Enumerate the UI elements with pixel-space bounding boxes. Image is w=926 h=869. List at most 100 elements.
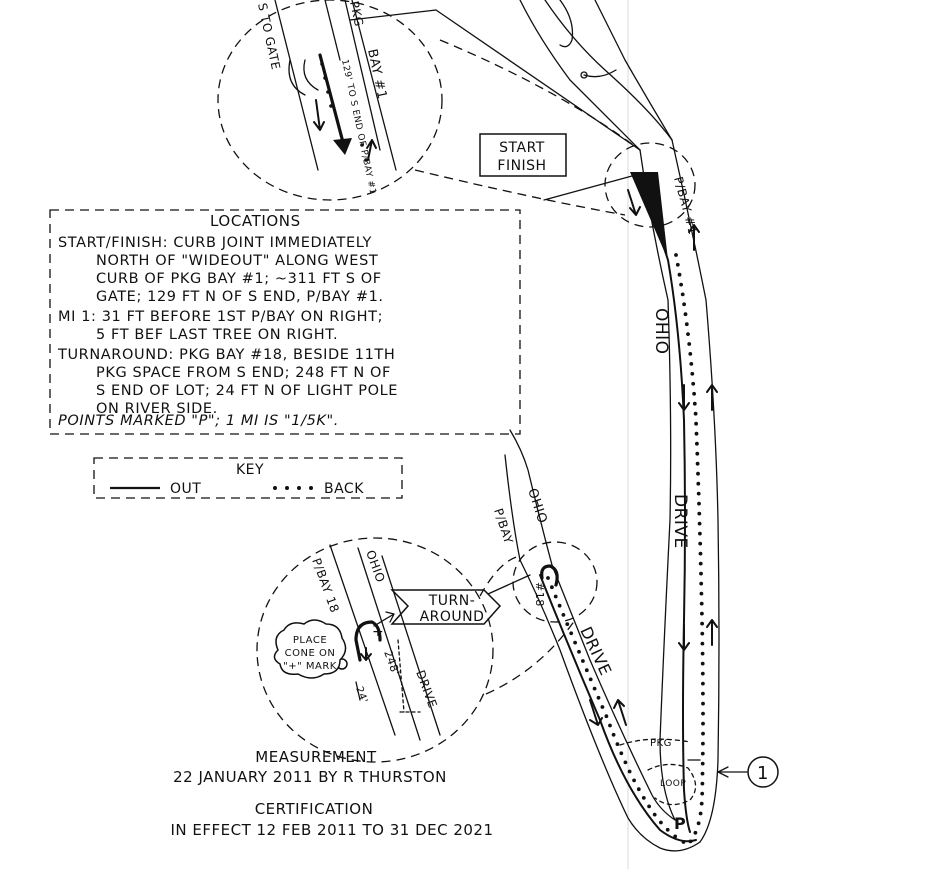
ohio-main-label: OHIO bbox=[651, 308, 671, 355]
back-dot bbox=[700, 611, 704, 616]
mi-1-line-2: 5 FT BEF LAST TREE ON RIGHT. bbox=[96, 327, 339, 343]
measurement-line: 22 JANUARY 2011 BY R THURSTON bbox=[173, 768, 447, 786]
back-dot bbox=[700, 641, 705, 646]
certification-title: CERTIFICATION bbox=[255, 800, 374, 818]
around-label: AROUND bbox=[420, 609, 485, 625]
back-dot bbox=[689, 362, 694, 366]
back-dot bbox=[699, 801, 704, 806]
back-dot bbox=[627, 769, 632, 774]
back-dot bbox=[553, 594, 558, 599]
start-label: START bbox=[499, 140, 545, 156]
back-dot bbox=[700, 771, 705, 776]
key-back-label: BACK bbox=[324, 481, 364, 497]
back-dot bbox=[700, 761, 705, 766]
back-dot bbox=[677, 272, 682, 277]
drive-main-label: DRIVE bbox=[670, 494, 690, 549]
back-dot bbox=[701, 711, 705, 716]
back-dot bbox=[696, 471, 700, 476]
place-cone-callout: PLACE CONE ON "+" MARK bbox=[273, 619, 347, 679]
cone-on-label: CONE ON bbox=[285, 648, 336, 659]
drive-lower-label: DRIVE bbox=[576, 624, 615, 679]
back-dot bbox=[641, 796, 646, 800]
back-dot bbox=[696, 481, 701, 486]
mile-1-marker: 1 bbox=[717, 756, 779, 788]
main-road bbox=[504, 0, 720, 852]
back-dot bbox=[698, 541, 703, 546]
back-dot bbox=[611, 732, 616, 737]
back-dot bbox=[700, 671, 705, 676]
back-dot bbox=[584, 668, 589, 673]
start-finish-line-3: CURB OF PKG BAY #1; ~311 FT S OF bbox=[96, 271, 382, 287]
back-dot bbox=[700, 661, 705, 666]
back-dot bbox=[673, 834, 678, 839]
course-out-lower bbox=[539, 574, 697, 843]
back-dot bbox=[557, 603, 562, 608]
start-finish-callout: START FINISH bbox=[479, 133, 567, 177]
back-dot bbox=[701, 681, 705, 686]
back-dot bbox=[692, 391, 696, 396]
back-dot bbox=[684, 322, 689, 327]
locations-box-border bbox=[49, 209, 521, 435]
back-dot bbox=[696, 821, 701, 826]
back-dot bbox=[592, 686, 597, 691]
back-dot bbox=[577, 649, 581, 654]
back-dot bbox=[688, 352, 693, 356]
inset-drive: DRIVE bbox=[413, 668, 440, 710]
back-dot bbox=[550, 585, 554, 590]
inset-connector-bottom bbox=[414, 169, 626, 216]
back-dot bbox=[697, 521, 702, 526]
back-dot bbox=[698, 811, 703, 816]
back-dot bbox=[674, 253, 678, 257]
back-dot bbox=[647, 804, 651, 809]
back-dot bbox=[699, 591, 704, 596]
back-dot bbox=[696, 491, 701, 496]
start-inset: S TO GATE PKG BAY #1 129' TO S END OF P/… bbox=[217, 0, 443, 201]
mile-1-number: 1 bbox=[757, 763, 769, 784]
turnaround-line-2: PKG SPACE FROM S END; 248 FT N OF bbox=[96, 365, 391, 381]
start-detail-circle bbox=[604, 142, 696, 228]
start-wedge bbox=[630, 172, 668, 260]
back-dot bbox=[701, 741, 705, 746]
back-dot bbox=[701, 691, 705, 696]
back-dot bbox=[697, 501, 701, 506]
back-dot bbox=[695, 461, 700, 466]
back-dot bbox=[565, 622, 570, 626]
back-dot bbox=[665, 827, 670, 832]
turn-label: TURN- bbox=[428, 593, 476, 609]
back-dot bbox=[697, 511, 702, 516]
back-dot bbox=[636, 787, 641, 792]
back-dot bbox=[699, 601, 704, 606]
back-dot bbox=[600, 705, 605, 709]
bay-18-label: #18 bbox=[533, 582, 546, 607]
back-dot bbox=[675, 262, 680, 267]
turnaround-arrow bbox=[373, 611, 395, 627]
back-dot bbox=[698, 561, 703, 566]
back-dot bbox=[693, 411, 698, 416]
turnaround-line-3: S END OF LOT; 24 FT N OF LIGHT POLE bbox=[96, 383, 399, 399]
key-box: KEY OUT BACK bbox=[93, 457, 403, 499]
inset-bay-label: BAY #1 bbox=[364, 48, 389, 101]
start-finish-line-4: GATE; 129 FT N OF S END, P/BAY #1. bbox=[96, 289, 384, 305]
back-dot bbox=[683, 312, 688, 317]
back-dot bbox=[698, 551, 703, 556]
back-dot bbox=[699, 581, 704, 586]
locations-heading: LOCATIONS bbox=[210, 212, 301, 230]
back-dot bbox=[695, 451, 700, 456]
back-dot bbox=[701, 701, 705, 706]
back-dot bbox=[632, 778, 636, 783]
back-dot bbox=[573, 640, 577, 645]
start-finish-line-2: NORTH OF "WIDEOUT" ALONG WEST bbox=[96, 253, 379, 269]
key-back-dots bbox=[273, 486, 313, 490]
back-dot bbox=[652, 812, 657, 817]
back-dot bbox=[546, 576, 550, 580]
back-dot bbox=[701, 721, 705, 726]
finish-label: FINISH bbox=[497, 158, 546, 174]
back-dot bbox=[693, 830, 698, 835]
turnaround-leader bbox=[487, 574, 531, 595]
back-dot bbox=[596, 695, 601, 700]
back-dot bbox=[699, 571, 703, 576]
back-dot bbox=[682, 302, 686, 307]
loop-label: LOOP bbox=[660, 779, 686, 789]
back-dot bbox=[561, 613, 566, 617]
back-dot bbox=[700, 631, 705, 636]
